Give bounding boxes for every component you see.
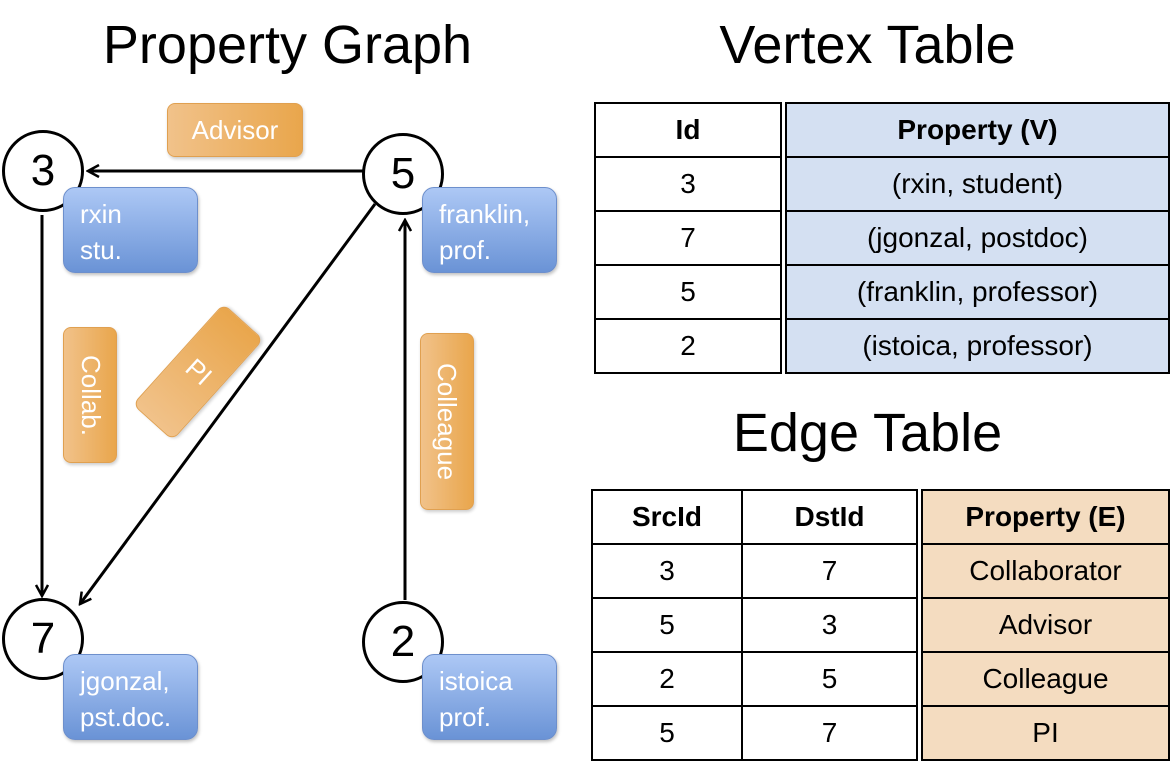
table-row: 3(rxin, student) xyxy=(594,156,1170,212)
colleague-text: Colleague xyxy=(432,362,463,481)
table-row: 2(istoica, professor) xyxy=(594,318,1170,374)
header-dstid: DstId xyxy=(741,489,918,545)
property-line: franklin, xyxy=(439,199,531,229)
table-row: 5(franklin, professor) xyxy=(594,264,1170,320)
cell-dst: 7 xyxy=(741,543,918,599)
edge-arrows xyxy=(0,0,580,760)
cell-property: Advisor xyxy=(921,597,1170,653)
header-property-v: Property (V) xyxy=(785,102,1170,158)
edge-label-colleague: Colleague xyxy=(420,333,474,510)
cell-property: (jgonzal, postdoc) xyxy=(785,210,1170,266)
cell-property: (istoica, professor) xyxy=(785,318,1170,374)
property-line: stu. xyxy=(80,235,122,265)
edge-label-collab: Collab. xyxy=(63,327,117,463)
property-line: prof. xyxy=(439,702,492,732)
vertex-property-3: rxin stu. xyxy=(63,187,198,273)
property-line: istoica xyxy=(439,666,513,696)
header-property-e: Property (E) xyxy=(921,489,1170,545)
edge-table-title: Edge Table xyxy=(732,403,1003,463)
cell-src: 2 xyxy=(591,651,743,707)
vertex-2: 2 xyxy=(362,601,444,683)
cell-id: 2 xyxy=(594,318,782,374)
vertex-property-5: franklin, prof. xyxy=(422,187,557,273)
vertex-table-title: Vertex Table xyxy=(719,15,1016,75)
cell-dst: 7 xyxy=(741,705,918,761)
property-line: rxin xyxy=(80,199,122,229)
cell-property: (rxin, student) xyxy=(785,156,1170,212)
edge-label-advisor: Advisor xyxy=(167,103,303,157)
cell-src: 3 xyxy=(591,543,743,599)
property-line: pst.doc. xyxy=(80,702,172,732)
vertex-property-2: istoica prof. xyxy=(422,654,557,740)
header-id: Id xyxy=(594,102,782,158)
cell-dst: 3 xyxy=(741,597,918,653)
cell-id: 7 xyxy=(594,210,782,266)
collab-text: Collab. xyxy=(75,354,106,436)
property-line: jgonzal, xyxy=(80,666,170,696)
cell-src: 5 xyxy=(591,705,743,761)
vertex-5: 5 xyxy=(362,133,444,215)
header-srcid: SrcId xyxy=(591,489,743,545)
cell-src: 5 xyxy=(591,597,743,653)
cell-property: PI xyxy=(921,705,1170,761)
table-row: 7(jgonzal, postdoc) xyxy=(594,210,1170,266)
cell-property: (franklin, professor) xyxy=(785,264,1170,320)
cell-property: Collaborator xyxy=(921,543,1170,599)
property-line: prof. xyxy=(439,235,492,265)
graph-title: Property Graph xyxy=(102,15,473,75)
edge-pi-line xyxy=(80,203,377,604)
cell-id: 3 xyxy=(594,156,782,212)
cell-dst: 5 xyxy=(741,651,918,707)
vertex-property-7: jgonzal, pst.doc. xyxy=(63,654,198,740)
pi-text: PI xyxy=(179,352,218,392)
cell-id: 5 xyxy=(594,264,782,320)
cell-property: Colleague xyxy=(921,651,1170,707)
